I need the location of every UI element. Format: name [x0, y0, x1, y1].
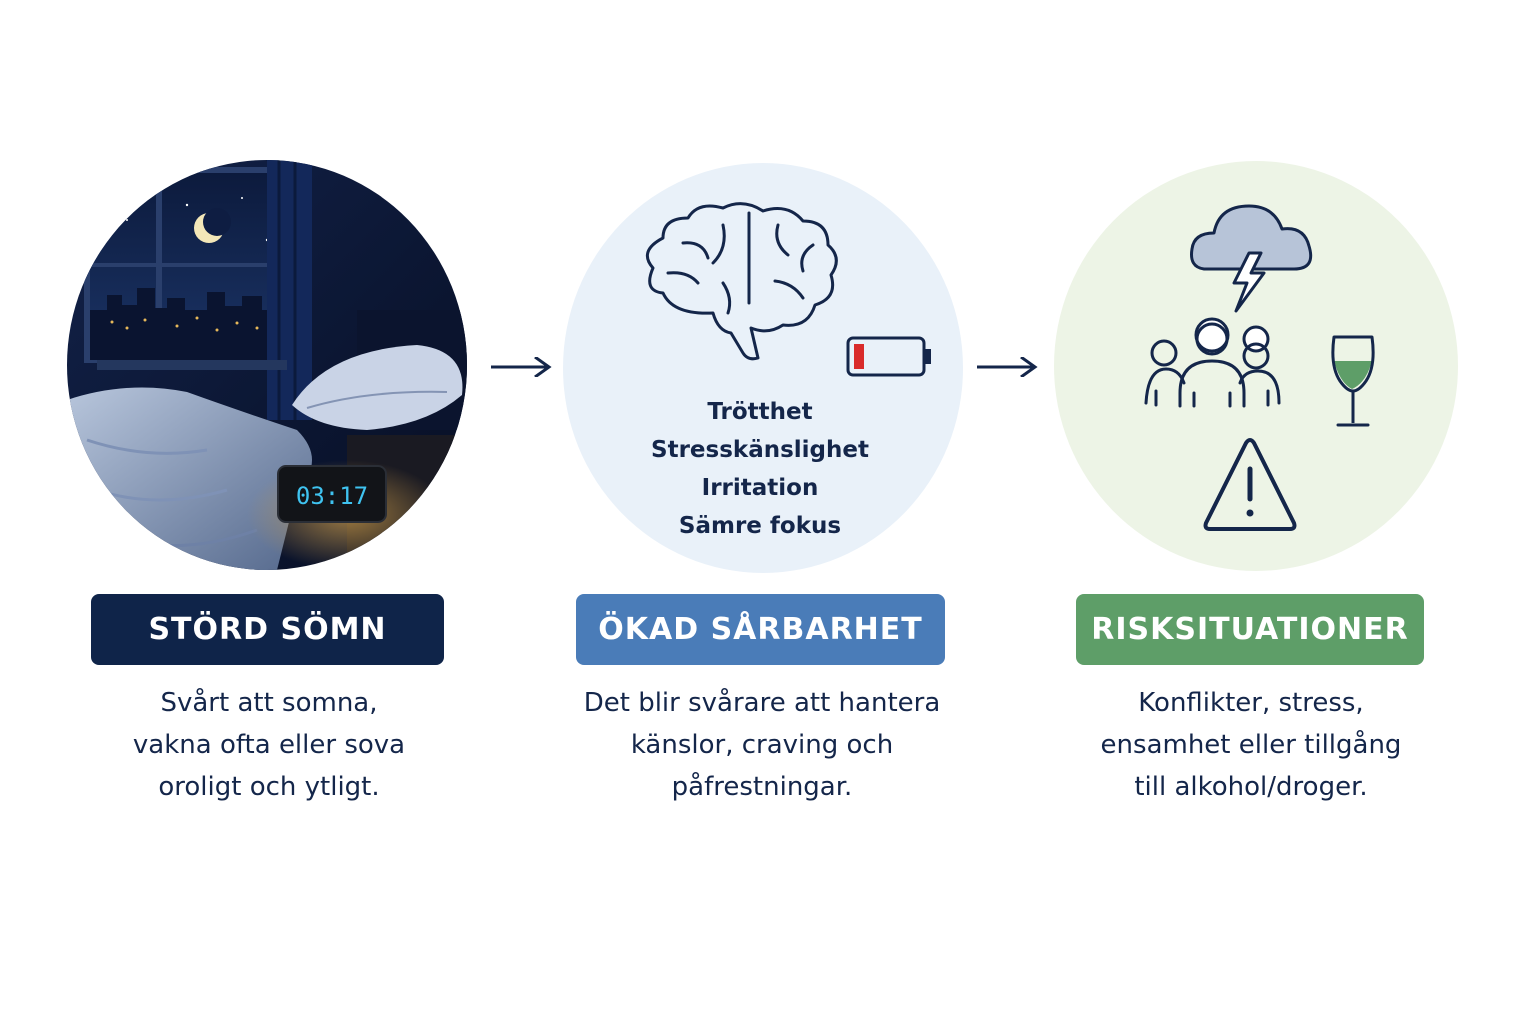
step-badge-risk: RISKSITUATIONER [1076, 594, 1424, 665]
description-line: påfrestningar. [671, 772, 853, 802]
description-line: Det blir svårare att hantera [583, 688, 941, 718]
step-description-sleep: Svårt att somna, vakna ofta eller sova o… [39, 682, 499, 808]
vulnerability-circle: Trötthet Stresskänslighet Irritation Säm… [563, 163, 963, 573]
description-line: Svårt att somna, [160, 688, 378, 718]
arrow-right-icon [977, 357, 1038, 377]
description-line: känslor, craving och [630, 730, 894, 760]
storm-cloud-icon [1190, 204, 1313, 313]
risk-circle [1054, 161, 1458, 571]
description-line: ensamhet eller tillgång [1100, 730, 1402, 760]
low-battery-icon [846, 336, 931, 377]
description-line: Konflikter, stress, [1138, 688, 1364, 718]
step-description-vulnerability: Det blir svårare att hantera känslor, cr… [532, 682, 992, 808]
symptom-item: Irritation [701, 475, 819, 501]
alarm-clock-time: 03:17 [296, 482, 368, 510]
people-group-icon [1144, 317, 1281, 408]
description-line: vakna ofta eller sova [132, 730, 406, 760]
wine-glass-icon [1331, 335, 1375, 427]
warning-triangle-icon [1203, 438, 1297, 531]
symptom-item: Trötthet [707, 399, 813, 425]
sleep-scene-image: 03:17 [67, 160, 467, 570]
brain-icon [645, 202, 838, 361]
symptom-item: Stresskänslighet [651, 437, 869, 463]
description-line: oroligt och ytligt. [158, 772, 380, 802]
description-line: till alkohol/droger. [1134, 772, 1368, 802]
step-description-risk: Konflikter, stress, ensamhet eller tillg… [1021, 682, 1481, 808]
step-badge-vulnerability: ÖKAD SÅRBARHET [576, 594, 945, 665]
symptom-list: Trötthet Stresskänslighet Irritation Säm… [563, 393, 957, 545]
step-badge-sleep: STÖRD SÖMN [91, 594, 444, 665]
symptom-item: Sämre fokus [678, 513, 842, 539]
arrow-right-icon [491, 357, 552, 377]
